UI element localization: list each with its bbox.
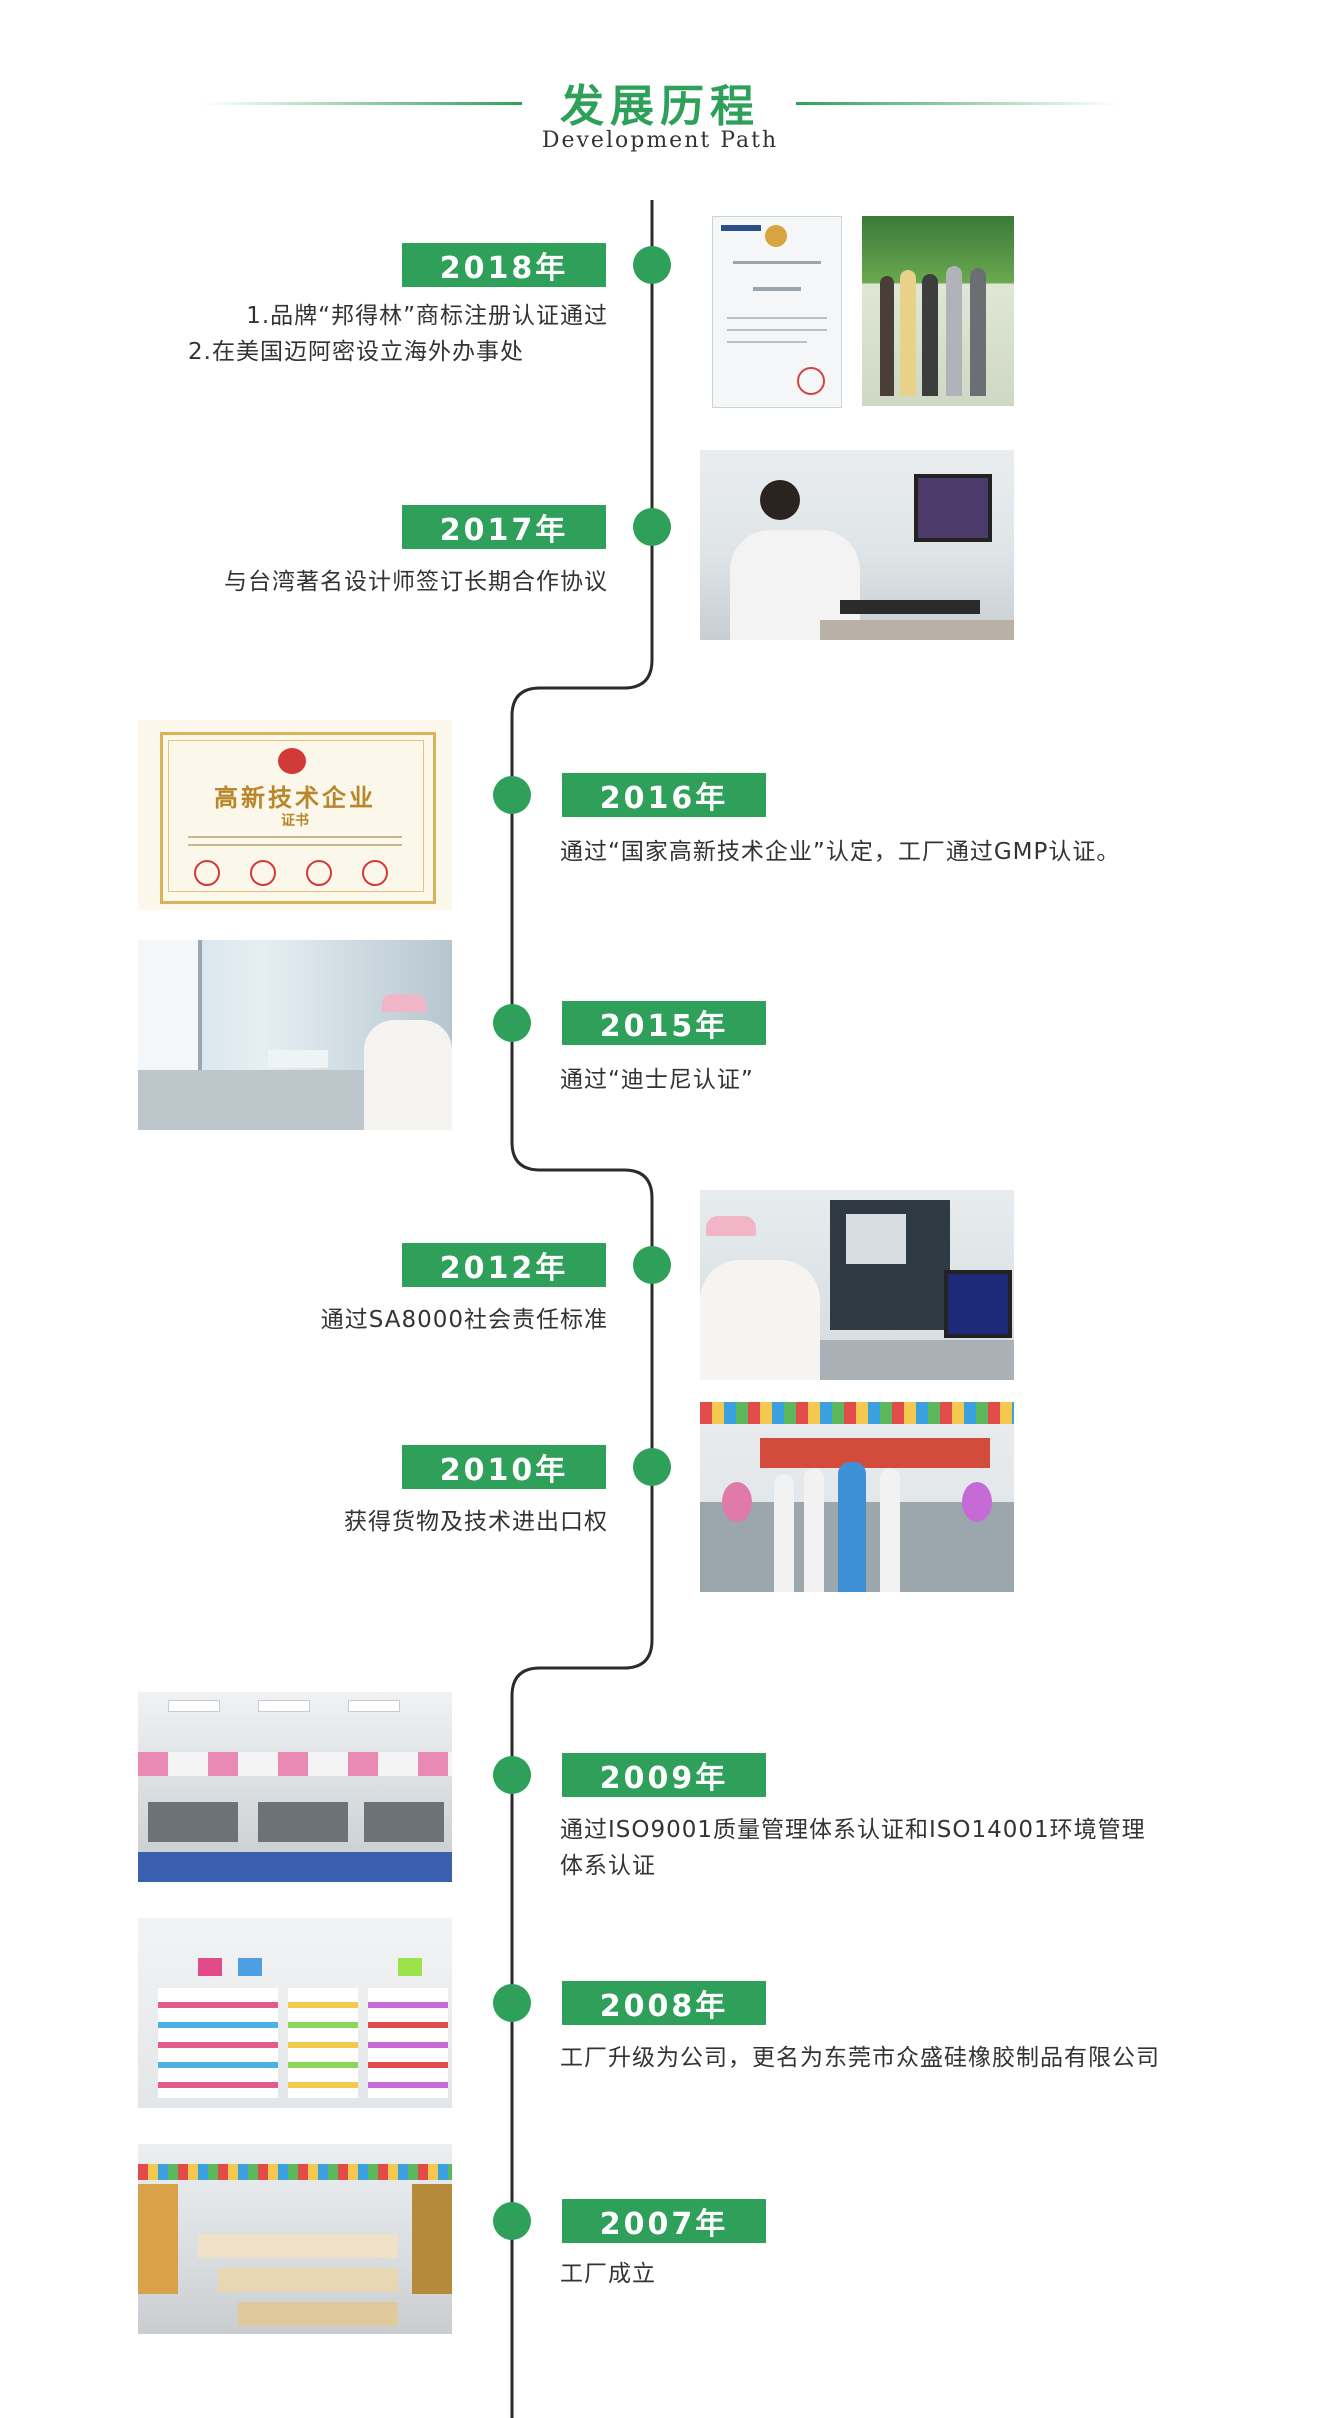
timeline-dot-2018 [633,246,671,284]
timeline-dot-2009 [493,1756,531,1794]
event-description-2009: 通过ISO9001质量管理体系认证和ISO14001环境管理 体系认证 [560,1812,1260,1884]
production-floor-photo [138,1692,452,1882]
year-badge-2012: 2012年 [402,1243,606,1287]
title-divider-left [200,102,522,105]
event-description-2016: 通过“国家高新技术企业”认定，工厂通过GMP认证。 [560,834,1260,870]
timeline-dot-2017 [633,508,671,546]
page-title: 发展历程 [560,81,760,132]
emblem-icon [278,748,306,774]
event-description-2017: 与台湾著名设计师签订长期合作协议 [140,564,608,600]
page-subtitle: Development Path [541,128,779,153]
year-badge-2015: 2015年 [562,1001,766,1045]
timeline-dot-2012 [633,1246,671,1284]
year-badge-2009: 2009年 [562,1753,766,1797]
event-description-2010: 获得货物及技术进出口权 [140,1504,608,1540]
designer-at-computer-photo [700,450,1014,640]
seal-stamp-icon [797,367,825,395]
event-line: 通过“国家高新技术企业”认定，工厂通过GMP认证。 [560,839,1121,865]
timeline-dot-2007 [493,2202,531,2240]
timeline-dot-2008 [493,1984,531,2022]
title-divider-right [796,102,1120,105]
seal-stamp-icon [362,860,388,886]
overseas-office-team-photo [862,216,1014,406]
company-lobby-group-photo [700,1402,1014,1592]
event-line: 工厂升级为公司，更名为东莞市众盛硅橡胶制品有限公司 [560,2045,1160,2071]
year-badge-2008: 2008年 [562,1981,766,2025]
event-line: 通过“迪士尼认证” [560,1067,754,1093]
year-badge-2017: 2017年 [402,505,606,549]
year-badge-2016: 2016年 [562,773,766,817]
year-badge-2007: 2007年 [562,2199,766,2243]
trademark-certificate-photo [712,216,842,408]
product-showroom-photo [138,1918,452,2108]
seal-stamp-icon [250,860,276,886]
event-description-2008: 工厂升级为公司，更名为东莞市众盛硅橡胶制品有限公司 [560,2040,1280,2076]
event-line: 体系认证 [560,1853,656,1879]
timeline-dot-2015 [493,1004,531,1042]
event-description-2015: 通过“迪士尼认证” [560,1062,1260,1098]
event-description-2018: 1.品牌“邦得林”商标注册认证通过 2.在美国迈阿密设立海外办事处 [140,298,608,370]
certificate-subtitle: 证书 [281,813,309,829]
certificate-title: 高新技术企业 [214,784,376,812]
seal-stamp-icon [306,860,332,886]
high-tech-enterprise-certificate: 高新技术企业 证书 [138,720,452,910]
event-line: 1.品牌“邦得林”商标注册认证通过 [246,303,608,329]
year-badge-2010: 2010年 [402,1445,606,1489]
timeline-dot-2010 [633,1448,671,1486]
lab-worker-photo [138,940,452,1130]
event-line: 通过SA8000社会责任标准 [320,1307,608,1333]
event-line: 通过ISO9001质量管理体系认证和ISO14001环境管理 [560,1817,1146,1843]
emblem-icon [765,225,787,247]
event-description-2012: 通过SA8000社会责任标准 [140,1302,608,1338]
event-description-2007: 工厂成立 [560,2256,1260,2292]
event-line: 工厂成立 [560,2261,656,2287]
inspection-equipment-photo [700,1190,1014,1380]
seal-stamp-icon [194,860,220,886]
event-line: 与台湾著名设计师签订长期合作协议 [224,569,608,595]
event-line: 获得货物及技术进出口权 [344,1509,608,1535]
event-line: 2.在美国迈阿密设立海外办事处 [188,339,524,365]
timeline-dot-2016 [493,776,531,814]
office-workspace-photo [138,2144,452,2334]
doc-header-mark [721,225,761,231]
year-badge-2018: 2018年 [402,243,606,287]
